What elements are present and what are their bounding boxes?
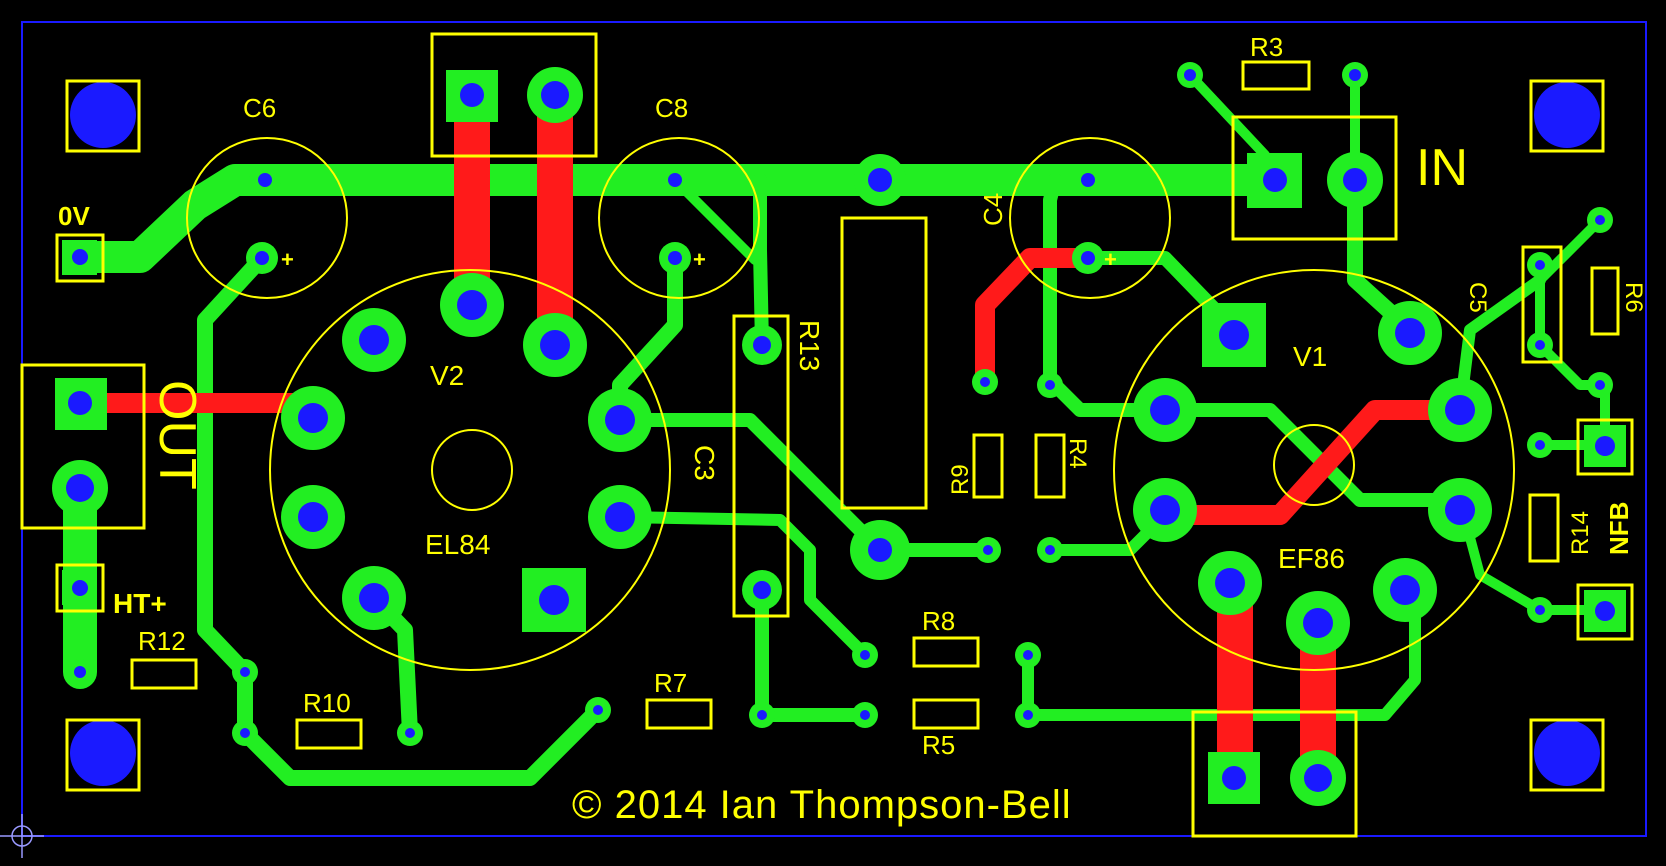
label-0v: 0V: [58, 201, 90, 231]
v1-red-cross-trace: [1165, 400, 1460, 525]
label-ht: HT+: [113, 588, 167, 619]
v2-outline: [269, 269, 671, 671]
v2-screen-connector: [430, 32, 598, 158]
r9-body: [972, 433, 1004, 499]
v1-center: [1273, 424, 1355, 506]
copyright-text: © 2014 Ian Thompson-Bell: [572, 783, 1072, 827]
label-c4: C4: [978, 193, 1008, 226]
label-r12: R12: [138, 626, 186, 656]
ht-connector: [55, 563, 105, 613]
label-c4-plus: +: [1104, 247, 1117, 272]
pads: [52, 62, 1626, 806]
label-c8: C8: [655, 93, 688, 123]
origin-marker: [0, 814, 44, 858]
r4-body: [1034, 433, 1066, 499]
nfb-connector: [1576, 418, 1634, 476]
v1-outline: [1113, 269, 1515, 671]
label-c8-plus: +: [693, 247, 706, 272]
c8-outline: [598, 137, 760, 299]
label-v2: V2: [430, 360, 464, 391]
label-c6: C6: [243, 93, 276, 123]
c3-body: [840, 216, 928, 510]
in-r3-trace: [1185, 70, 1270, 160]
label-c3: C3: [689, 445, 720, 481]
r13-trace: [753, 173, 769, 352]
v2-pin4-trace: [614, 511, 871, 661]
c6-outline: [186, 137, 348, 299]
r12-body: [130, 658, 198, 690]
r13-body: [732, 314, 790, 618]
nfb2-connector: [1576, 583, 1634, 641]
mount-hole-br: [1534, 720, 1600, 786]
c8-minus-trace: [670, 175, 760, 265]
v2-center: [431, 429, 513, 511]
label-r7: R7: [654, 668, 687, 698]
c5-body: [1521, 245, 1563, 364]
label-r8: R8: [922, 606, 955, 636]
label-r10: R10: [303, 688, 351, 718]
r5-body: [912, 698, 980, 730]
zero-v-connector: [55, 233, 105, 283]
label-el84: EL84: [425, 529, 490, 560]
label-c5: C5: [1464, 282, 1491, 313]
r3-body: [1241, 60, 1311, 91]
out-connector: [20, 363, 146, 530]
label-v1: V1: [1293, 341, 1327, 372]
c4-r9-trace: [975, 248, 1088, 380]
label-r6: R6: [1620, 282, 1647, 313]
label-ef86: EF86: [1278, 543, 1345, 574]
label-in: IN: [1416, 139, 1468, 197]
r8-body: [912, 636, 980, 668]
label-r3: R3: [1250, 32, 1283, 62]
mount-hole-tr: [1534, 82, 1600, 148]
v1-cross-trace: [1158, 403, 1467, 507]
in-connector: [1231, 115, 1398, 241]
silkscreen-labels: C6 C8 C4 R3 IN 0V OUT HT+ R12 R10 V2 EL8…: [58, 32, 1647, 827]
label-out: OUT: [148, 380, 206, 490]
label-nfb: NFB: [1604, 502, 1634, 555]
label-r13: R13: [794, 320, 825, 371]
r5-trace: [1022, 594, 1421, 721]
label-r14: R14: [1567, 511, 1594, 555]
mount-hole-tl: [70, 82, 136, 148]
silkscreen: [20, 32, 1634, 838]
label-r9: R9: [947, 464, 974, 495]
r7-body: [645, 698, 713, 730]
mount-hole-bl: [70, 720, 136, 786]
r6-body: [1590, 266, 1620, 336]
v2-grid-trace: [613, 413, 995, 557]
label-r4: R4: [1064, 438, 1091, 469]
r10-body: [295, 718, 363, 750]
drill-holes: [66, 69, 1615, 792]
c4-outline: [1009, 137, 1171, 299]
r14-body: [1528, 493, 1560, 563]
heater-connector: [1191, 710, 1358, 838]
label-r5: R5: [922, 730, 955, 760]
label-c6-plus: +: [281, 247, 294, 272]
